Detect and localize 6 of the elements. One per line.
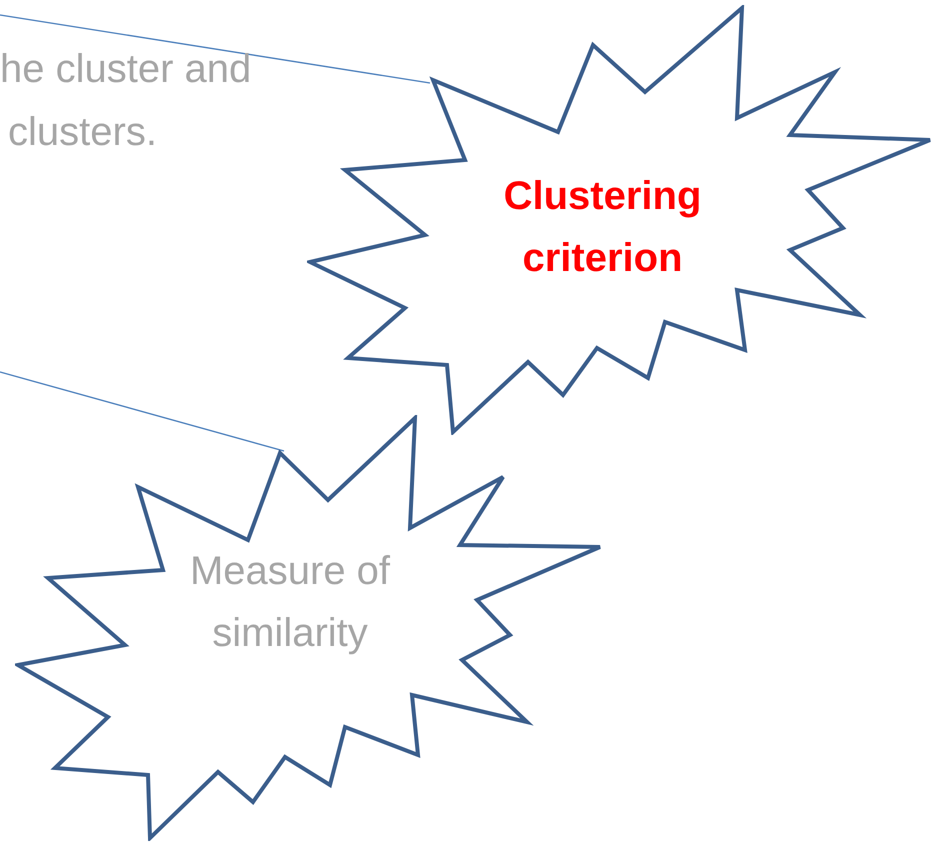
starburst-label: Clustering criterion	[502, 173, 702, 282]
slide-text: he cluster and	[0, 46, 252, 93]
slide-text: clusters.	[8, 109, 157, 156]
leader-line	[0, 14, 430, 84]
starburst-label: Measure of similarity	[188, 548, 392, 657]
leader-line	[0, 371, 284, 452]
